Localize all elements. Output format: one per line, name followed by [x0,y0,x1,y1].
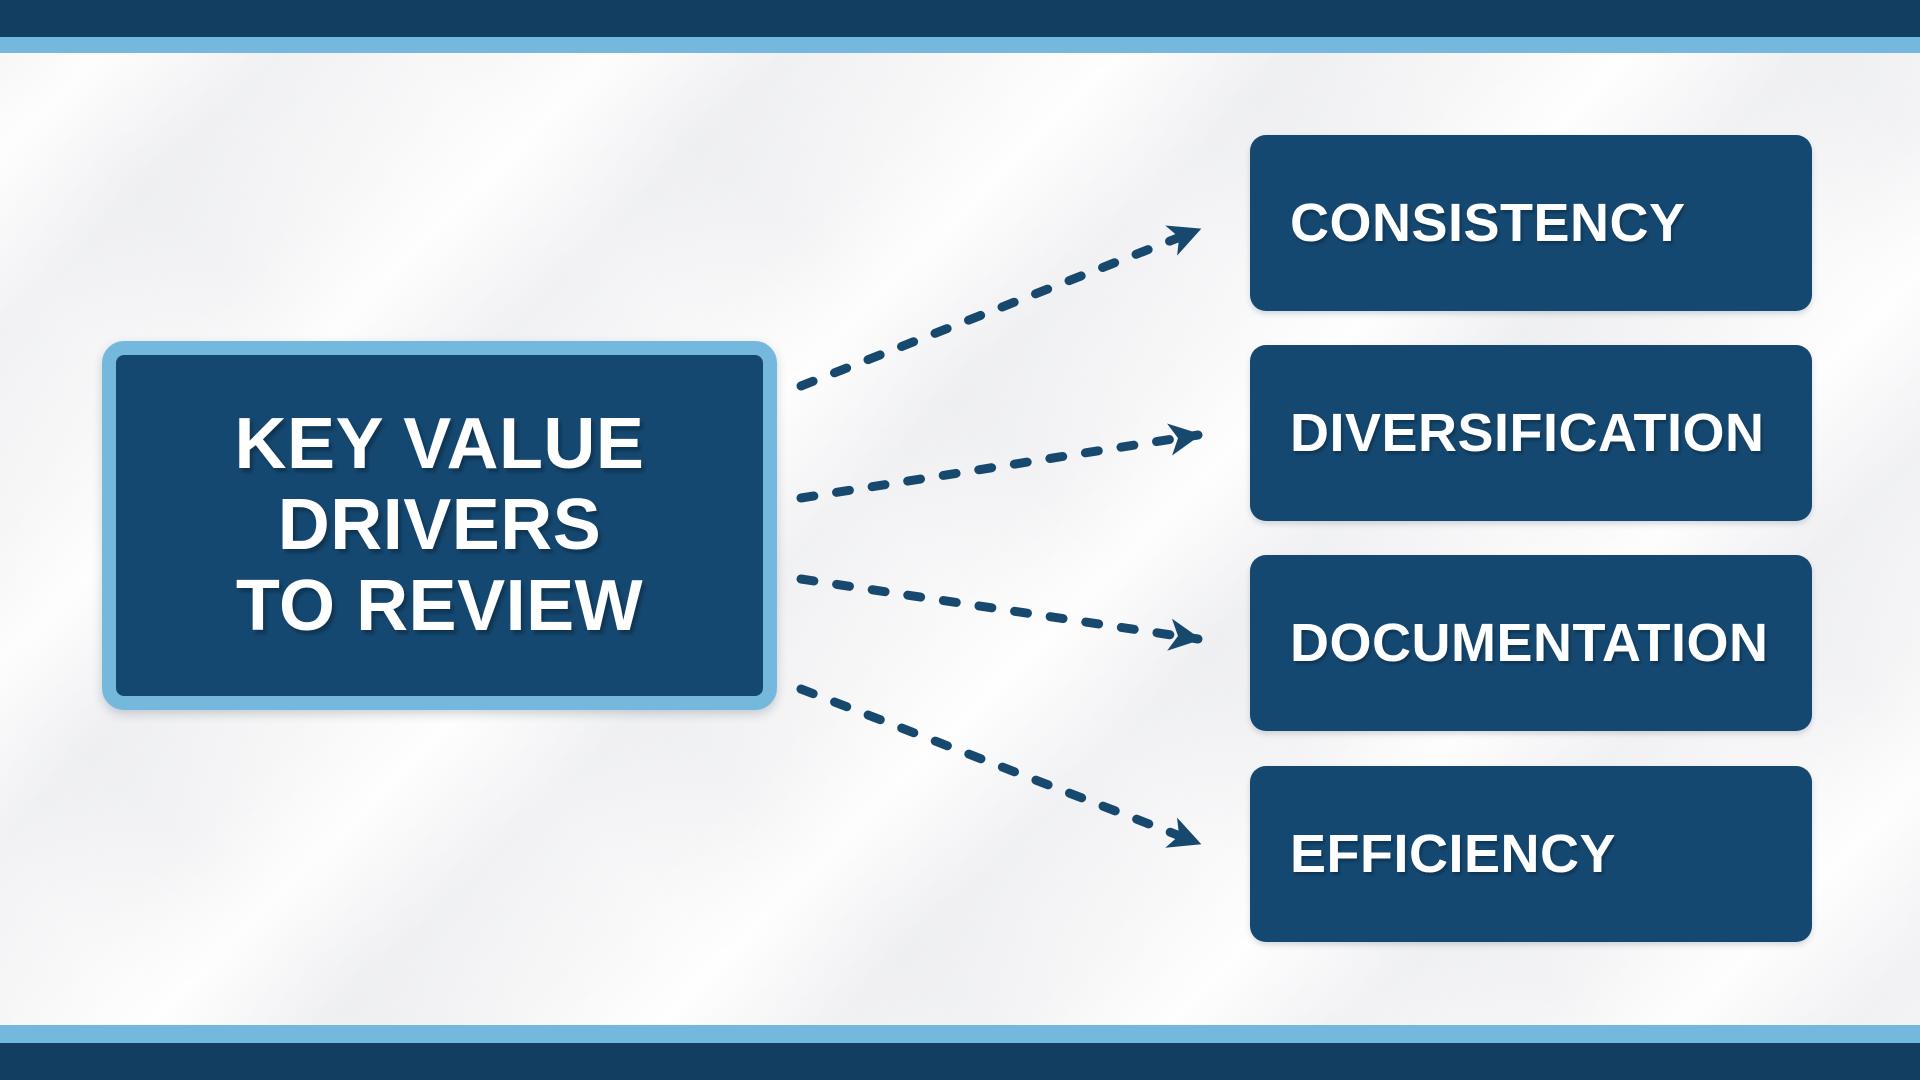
driver-label-efficiency: EFFICIENCY [1290,824,1617,884]
driver-box-efficiency: EFFICIENCY [1250,766,1812,942]
bottom-accent-stripe [0,1025,1920,1043]
main-title-line-1: KEY VALUE [234,404,645,484]
main-title-line-2: DRIVERS [277,485,602,565]
driver-label-diversification: DIVERSIFICATION [1290,403,1765,463]
driver-label-consistency: CONSISTENCY [1290,193,1686,253]
driver-box-consistency: CONSISTENCY [1250,135,1812,311]
bottom-bar [0,1043,1920,1080]
arrow-to-diversification [796,423,1203,503]
driver-label-documentation: DOCUMENTATION [1290,613,1769,673]
top-bar [0,0,1920,37]
arrow-to-documentation [796,574,1203,651]
main-title-line-3: TO REVIEW [235,566,644,646]
main-title: KEY VALUE DRIVERS TO REVIEW [235,404,645,647]
arrow-to-consistency [796,225,1203,391]
arrow-to-efficiency [796,684,1203,848]
driver-box-diversification: DIVERSIFICATION [1250,345,1812,521]
top-accent-stripe [0,37,1920,53]
driver-box-documentation: DOCUMENTATION [1250,555,1812,731]
key-value-drivers-box: KEY VALUE DRIVERS TO REVIEW [102,341,777,710]
